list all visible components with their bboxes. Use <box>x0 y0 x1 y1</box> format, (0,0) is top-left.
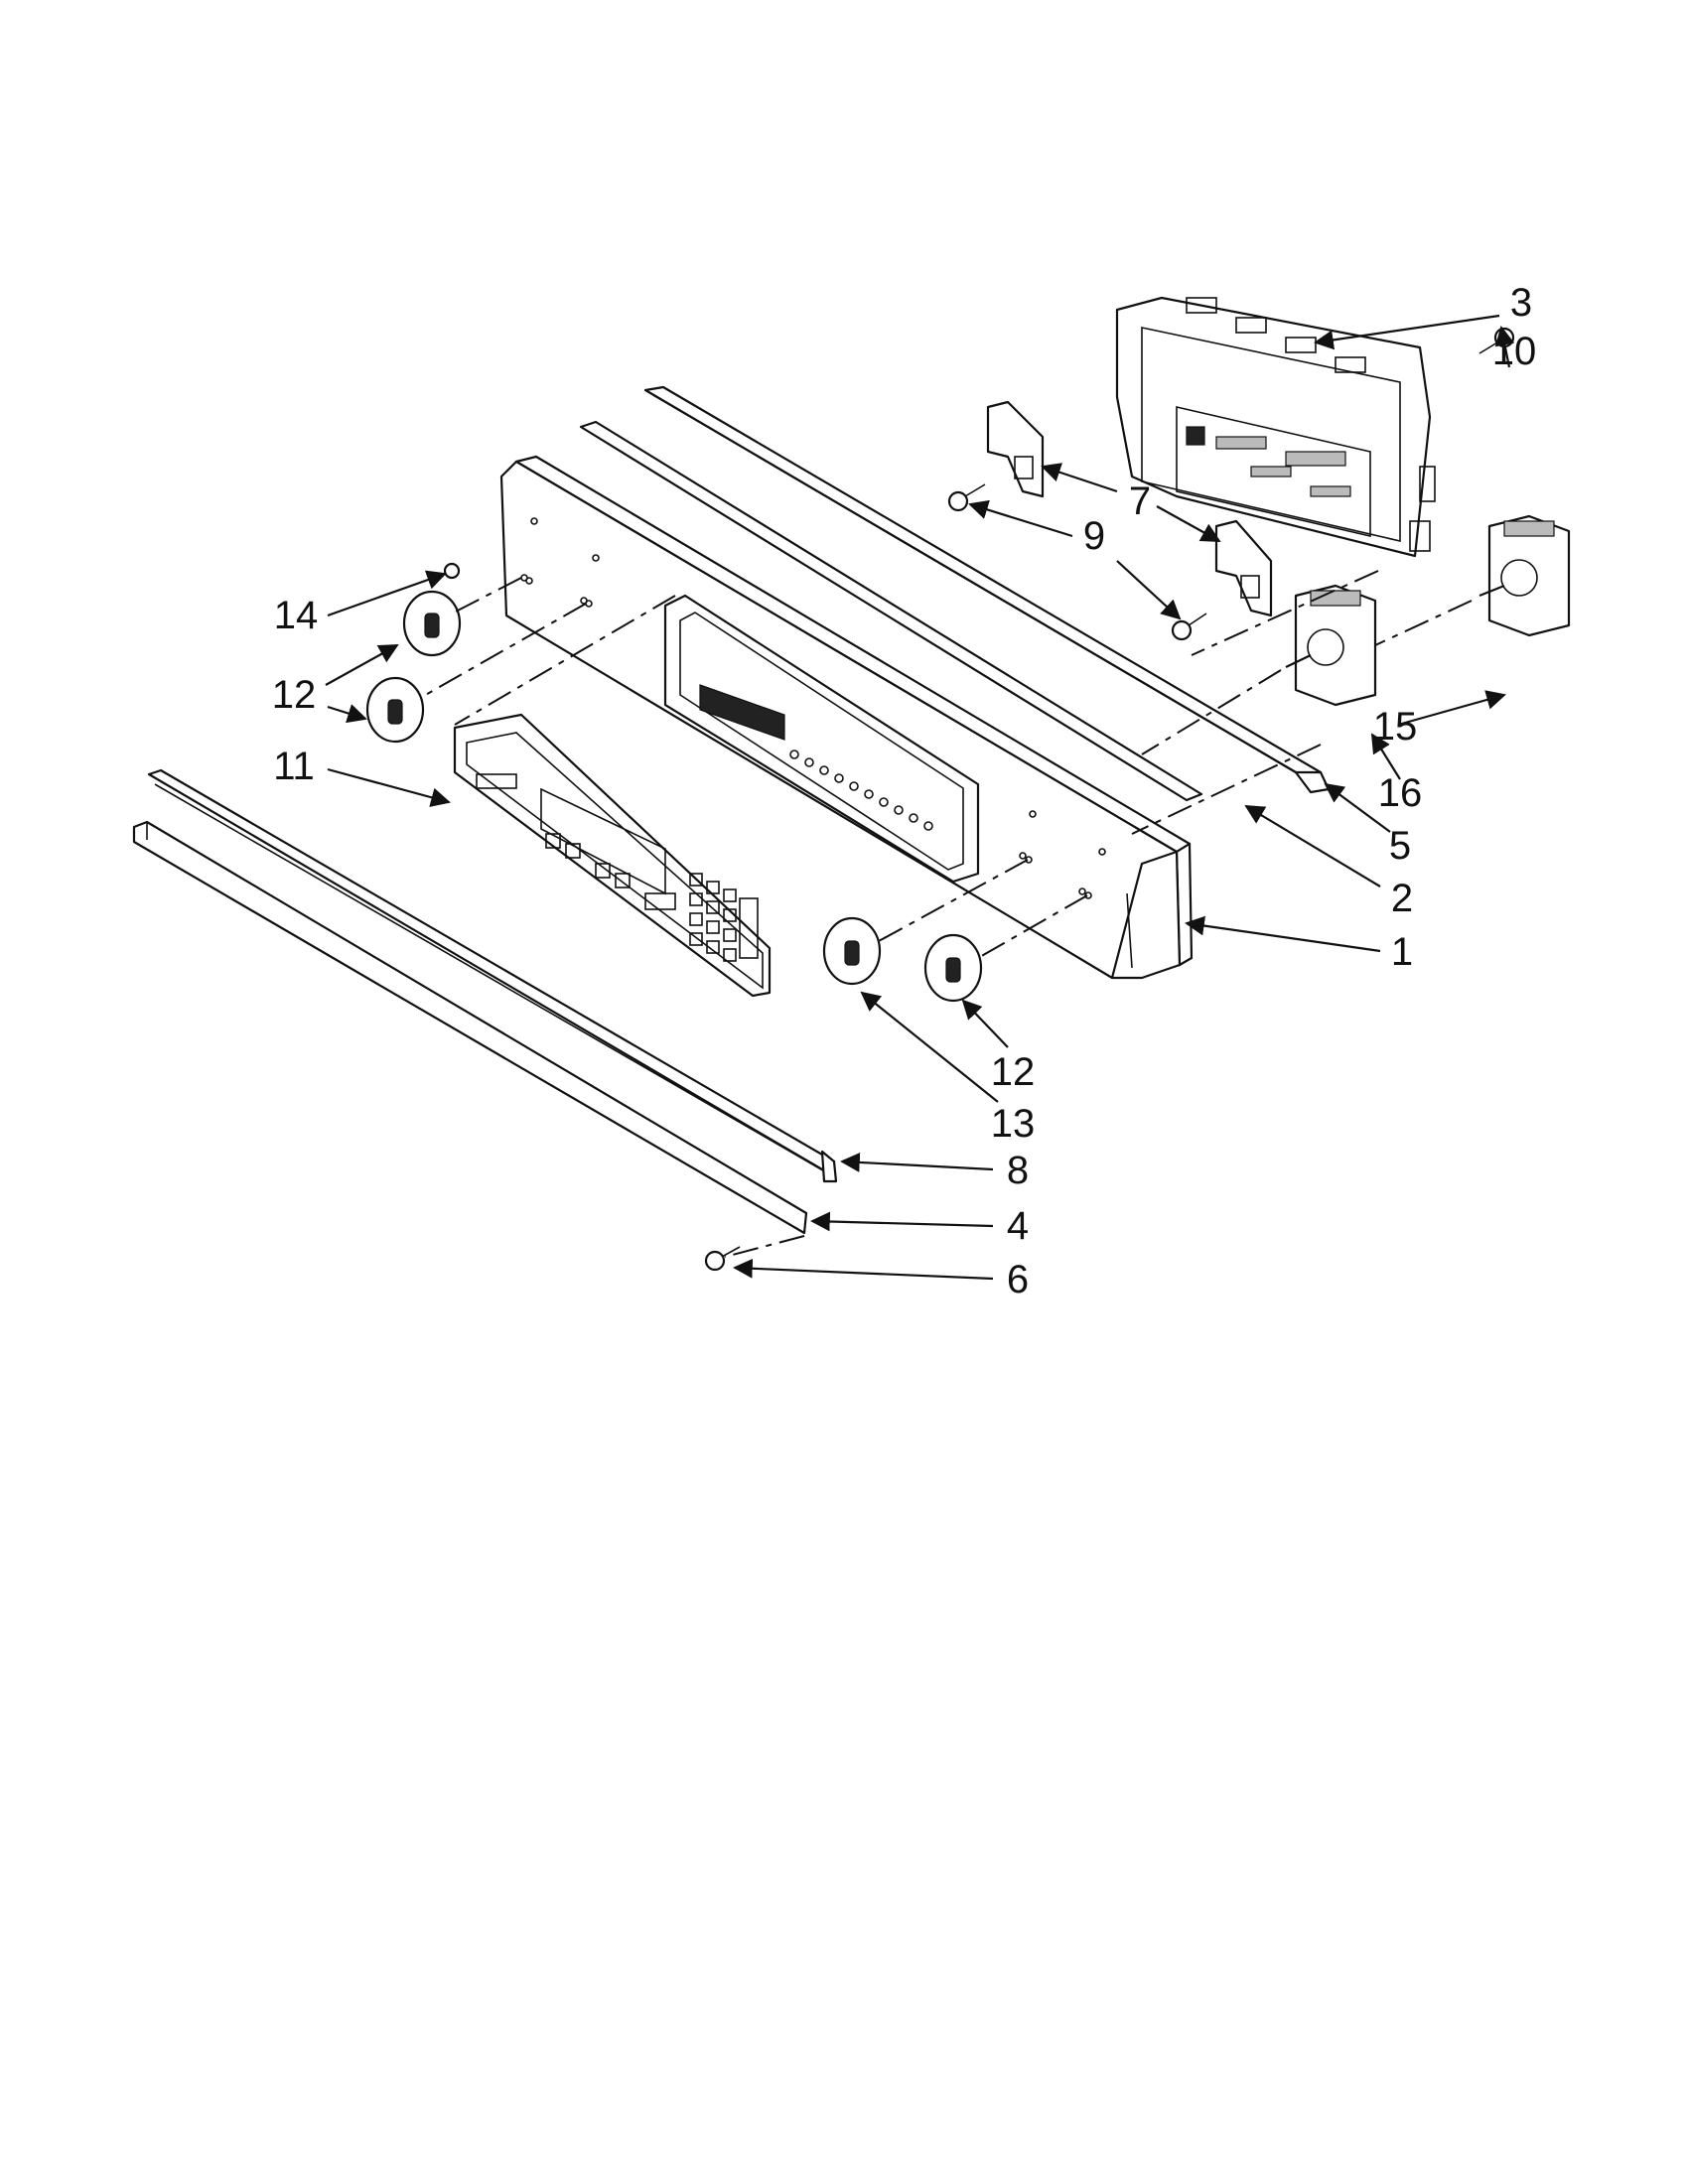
assembly-lines <box>421 570 1473 1258</box>
knob-right-13 <box>822 916 882 986</box>
knob-right-12 <box>923 933 983 1003</box>
callout-13: 13 <box>991 1102 1036 1146</box>
knob-upper-left <box>402 590 462 657</box>
screw-9-lower <box>1171 613 1207 641</box>
top-trim-strip <box>643 385 1331 794</box>
callout-5: 5 <box>1389 824 1411 868</box>
overlay-keypad <box>689 873 759 962</box>
callout-8: 8 <box>1007 1149 1029 1192</box>
knob-lower-left <box>365 676 425 744</box>
switch-15 <box>1478 514 1571 637</box>
callout-4: 4 <box>1007 1204 1029 1248</box>
control-overlay <box>453 713 772 998</box>
bracket-upper <box>986 400 1045 498</box>
callout-2: 2 <box>1391 877 1413 920</box>
bracket-lower <box>1214 519 1273 617</box>
callout-6: 6 <box>1007 1258 1029 1301</box>
lower-trim-strip <box>147 768 838 1183</box>
screw-14 <box>443 562 461 580</box>
screw-6 <box>704 1246 741 1272</box>
panel-button-row <box>789 750 933 831</box>
callout-16: 16 <box>1378 771 1423 815</box>
lower-trim-cover <box>132 820 808 1235</box>
electronic-control-board <box>1115 296 1436 558</box>
control-panel-backguard <box>499 455 1194 980</box>
callout-9: 9 <box>1083 514 1105 558</box>
callout-3: 3 <box>1510 281 1532 325</box>
callout-numbers: 3 10 7 9 14 12 11 15 16 5 2 1 12 13 8 4 … <box>272 281 1537 1301</box>
callout-14: 14 <box>274 594 319 637</box>
callout-7: 7 <box>1129 479 1151 523</box>
callout-10: 10 <box>1492 330 1537 373</box>
callout-12-left: 12 <box>272 673 317 717</box>
rear-trim-strip <box>579 420 1203 802</box>
screw-9-upper <box>947 483 986 512</box>
callout-12-right: 12 <box>991 1050 1036 1094</box>
callout-1: 1 <box>1391 930 1413 974</box>
leader-lines <box>325 314 1515 1281</box>
switch-16 <box>1285 584 1377 707</box>
callout-11: 11 <box>273 745 315 788</box>
callout-15: 15 <box>1373 705 1418 749</box>
